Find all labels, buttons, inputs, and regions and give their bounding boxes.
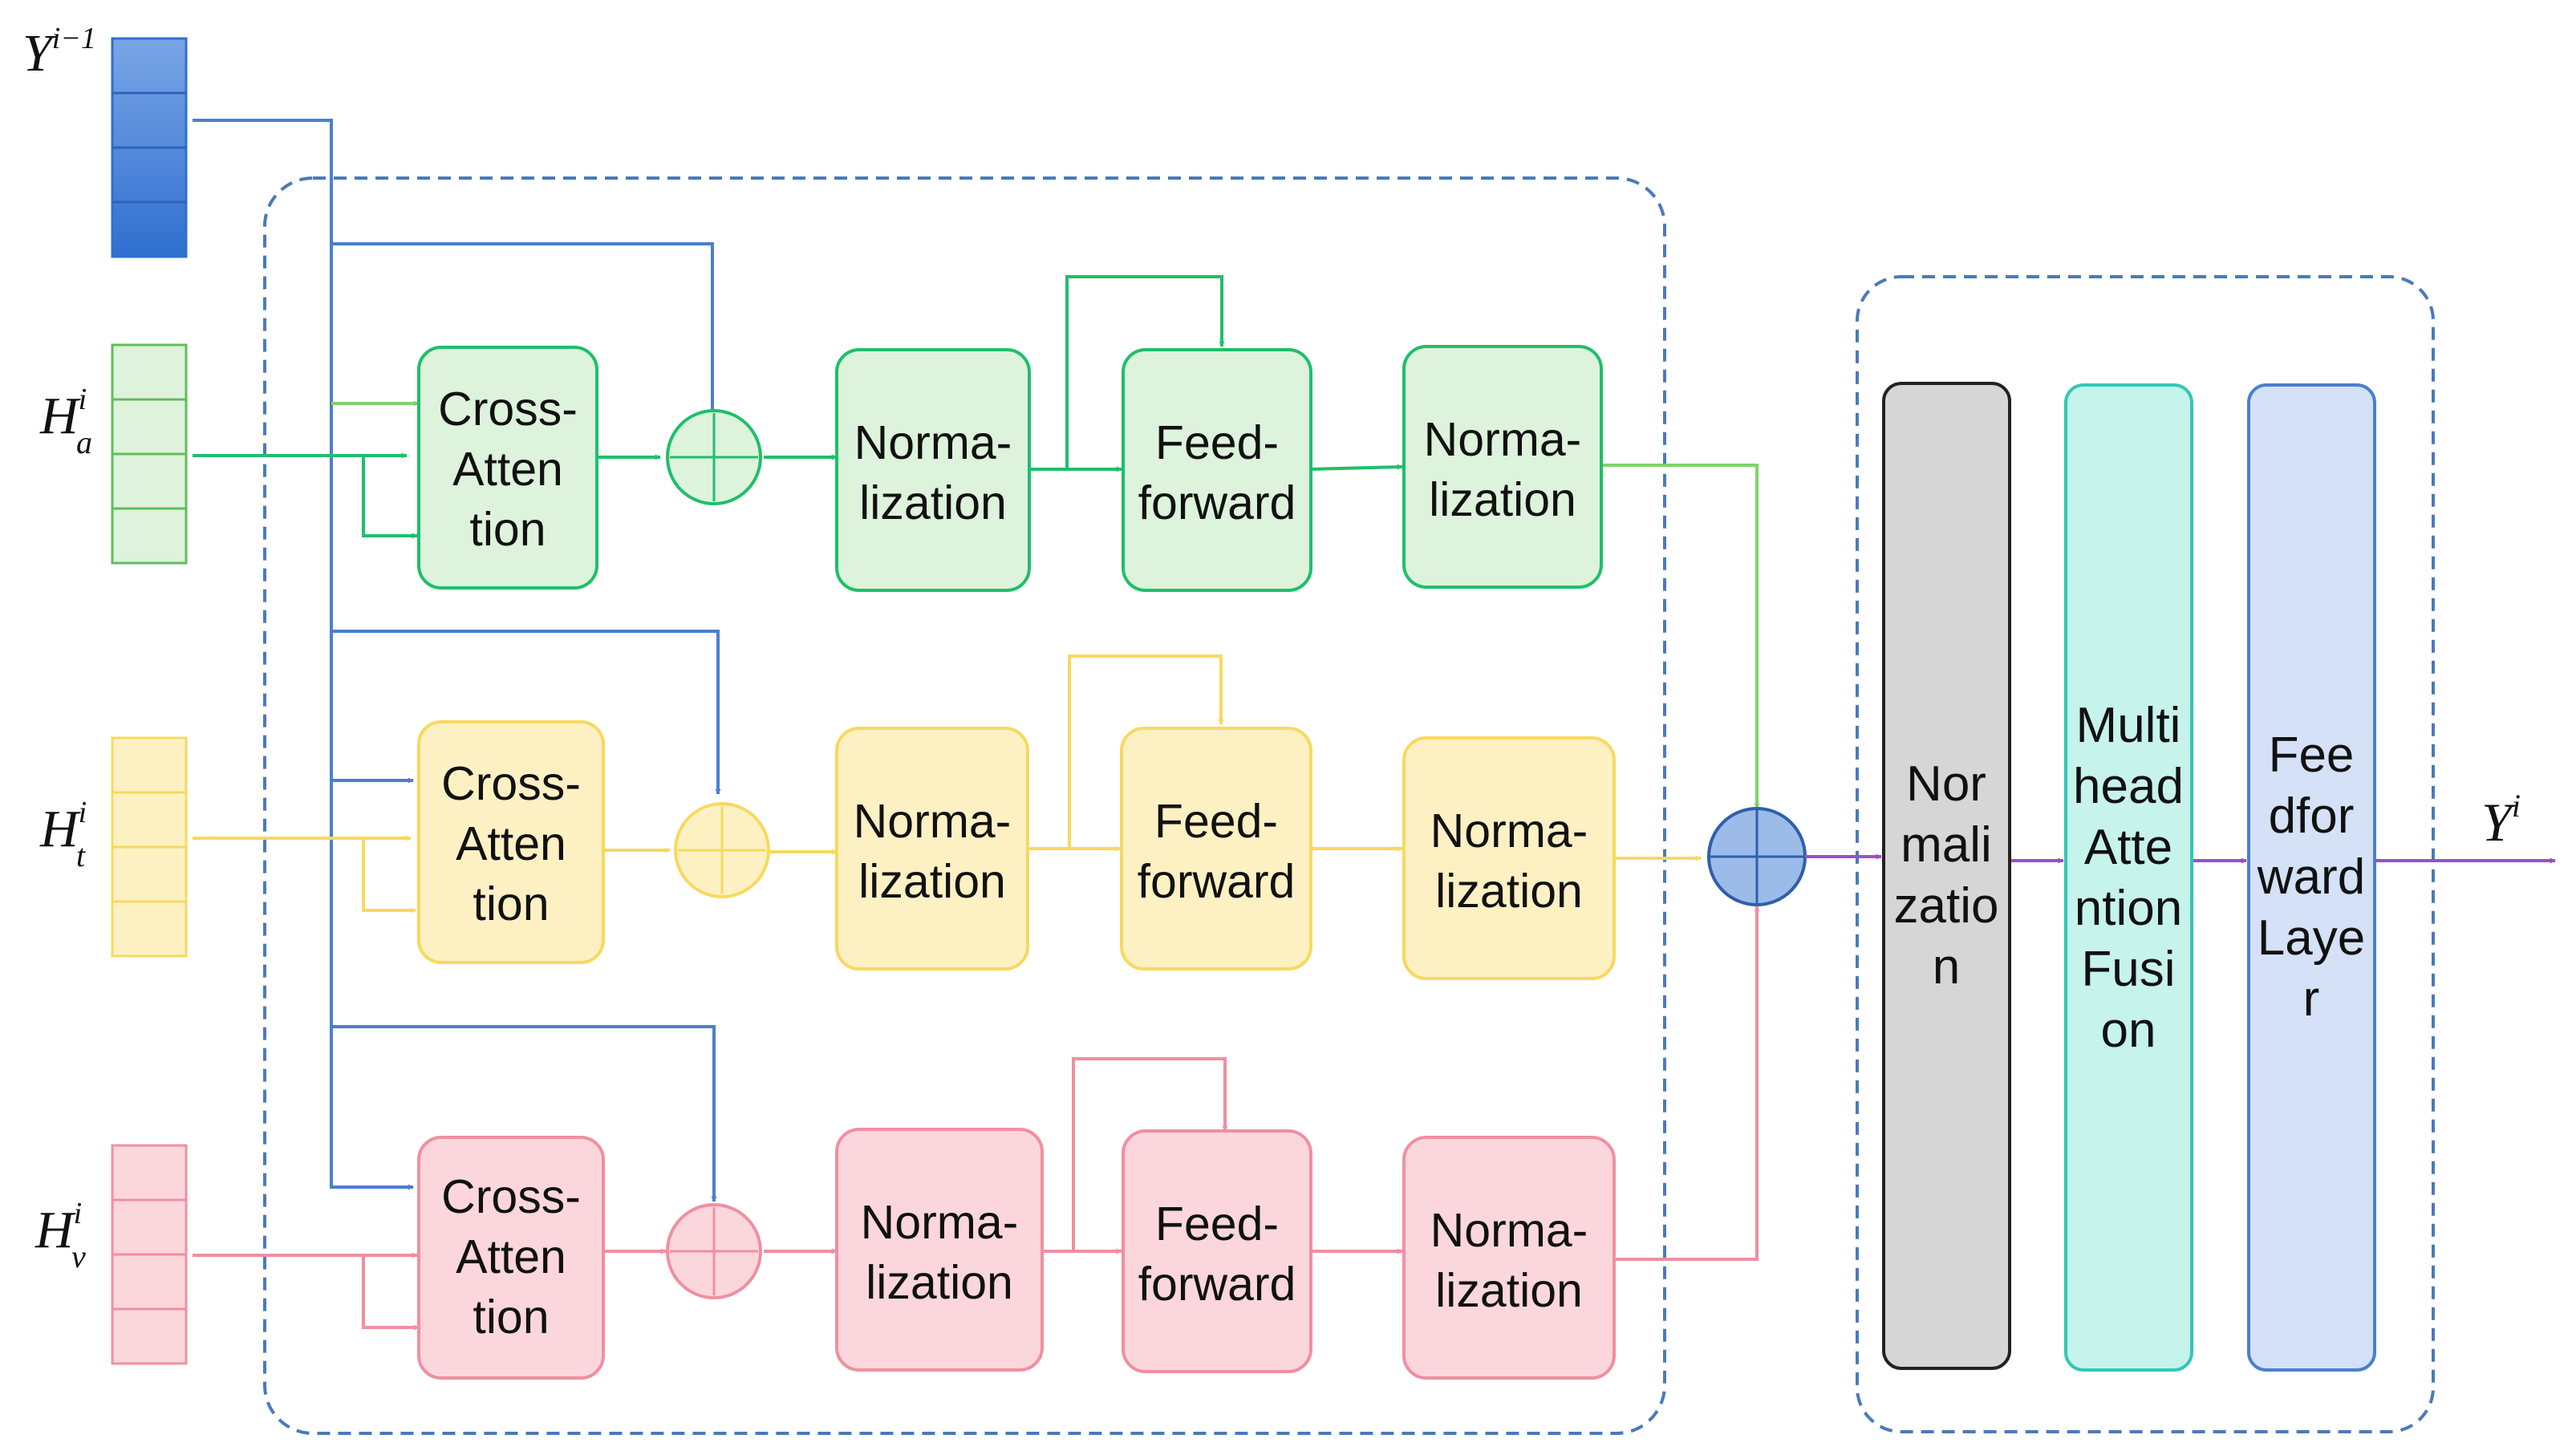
- cross-attention-visual-line1: Cross-: [441, 1170, 581, 1223]
- normalization-audio-line2: lization: [859, 476, 1007, 529]
- cross-attention-audio-line2: Atten: [452, 443, 563, 496]
- cross-attention-audio: [417, 346, 598, 590]
- svg-text:Feed-forward: Feed-forward: [1138, 795, 1296, 908]
- svg-text:Norma-lization: Norma-lization: [854, 416, 1012, 529]
- visual-row: [193, 906, 1760, 1331]
- cross-attention-text-line1: Cross-: [441, 757, 581, 810]
- normalization-text-out-line2: lization: [1435, 865, 1583, 918]
- cross-attention-text: [417, 720, 605, 964]
- multihead-line3: Atte: [2084, 820, 2172, 875]
- h-a-stack: [111, 343, 188, 565]
- multihead-line5: Fusi: [2081, 942, 2175, 997]
- svg-text:Norma-lization: Norma-lization: [1430, 805, 1588, 918]
- normalization-text-line2: lization: [858, 855, 1006, 908]
- feedforward-audio-line1: Feed-: [1155, 416, 1279, 469]
- normalization-audio: [835, 348, 1031, 592]
- fusion-norm-line3: zatio: [1894, 878, 1999, 934]
- h-v-stack: [111, 1144, 188, 1365]
- output-label: Yi: [2481, 788, 2521, 853]
- multihead-line1: Multi: [2076, 698, 2181, 753]
- cross-attention-visual-line2: Atten: [456, 1230, 566, 1283]
- svg-text:Norma-lization: Norma-lization: [1424, 413, 1582, 526]
- normalization-visual-out: [1402, 1136, 1616, 1380]
- normalization-visual-out-line1: Norma-: [1430, 1204, 1588, 1257]
- cross-attention-audio-line3: tion: [469, 503, 546, 556]
- multihead-line6: on: [2101, 1003, 2156, 1058]
- cross-attention-visual: [417, 1136, 605, 1380]
- y-prev-stack: [111, 37, 188, 258]
- fusion-norm-line1: Nor: [1906, 756, 1986, 812]
- cross-attention-visual-line3: tion: [473, 1291, 549, 1344]
- text-row: [193, 655, 1702, 914]
- svg-text:Feed-forward: Feed-forward: [1138, 416, 1296, 529]
- normalization-audio-line1: Norma-: [854, 416, 1012, 469]
- svg-text:Norma-lization: Norma-lization: [1430, 1204, 1588, 1317]
- normalization-text: [835, 727, 1029, 971]
- y-prev-label: Yi−1: [22, 22, 96, 83]
- fusion-norm-line2: mali: [1901, 817, 1992, 873]
- feedforward-audio: [1122, 348, 1312, 592]
- cross-attention-text-line3: tion: [473, 877, 549, 930]
- normalization-text-out: [1402, 736, 1616, 980]
- feedforward-text: [1120, 727, 1312, 971]
- feedforward-visual-line1: Feed-: [1155, 1198, 1279, 1250]
- normalization-audio-out-line1: Norma-: [1424, 413, 1582, 466]
- ffl-line1: Fee: [2269, 728, 2355, 783]
- multihead-attention-fusion-block: [2064, 383, 2193, 1372]
- svg-text:Norma-lization: Norma-lization: [854, 795, 1012, 908]
- cross-attention-audio-line1: Cross-: [438, 383, 578, 436]
- normalization-visual-out-line2: lization: [1435, 1264, 1583, 1317]
- ffl-line3: ward: [2257, 849, 2365, 905]
- normalization-audio-out-line2: lization: [1429, 473, 1576, 526]
- fusion-container: [1856, 275, 2435, 1433]
- feedforward-layer-block: [2247, 383, 2376, 1372]
- normalization-visual-line2: lization: [866, 1256, 1013, 1309]
- feedforward-text-line1: Feed-: [1154, 795, 1278, 848]
- multihead-line4: ntion: [2075, 881, 2182, 936]
- fusion-wiring: [1805, 853, 2556, 864]
- h-t-stack: [111, 736, 188, 958]
- feedforward-audio-line2: forward: [1138, 476, 1296, 529]
- normalization-text-line1: Norma-: [854, 795, 1012, 848]
- ffl-line4: Laye: [2258, 910, 2365, 966]
- normalization-visual: [835, 1128, 1044, 1372]
- normalization-audio-out: [1402, 345, 1603, 589]
- ffl-line2: dfor: [2269, 788, 2355, 844]
- feedforward-text-line2: forward: [1138, 855, 1296, 908]
- cross-attention-text-line2: Atten: [456, 817, 566, 870]
- normalization-visual-line1: Norma-: [861, 1196, 1019, 1249]
- svg-text:Norma-lization: Norma-lization: [861, 1196, 1019, 1309]
- fusion-normalization-block: [1882, 382, 2011, 1370]
- feedforward-visual-line2: forward: [1138, 1258, 1296, 1311]
- y-prev-wiring: [193, 119, 721, 1202]
- audio-row: [193, 275, 1760, 809]
- ffl-line5: r: [2303, 971, 2320, 1027]
- encoder-container: [263, 176, 1666, 1435]
- svg-text:Feed-forward: Feed-forward: [1138, 1198, 1296, 1311]
- normalization-text-out-line1: Norma-: [1430, 805, 1588, 857]
- feedforward-visual: [1122, 1129, 1312, 1373]
- fusion-norm-line4: n: [1933, 939, 1960, 995]
- multihead-line2: head: [2073, 759, 2184, 814]
